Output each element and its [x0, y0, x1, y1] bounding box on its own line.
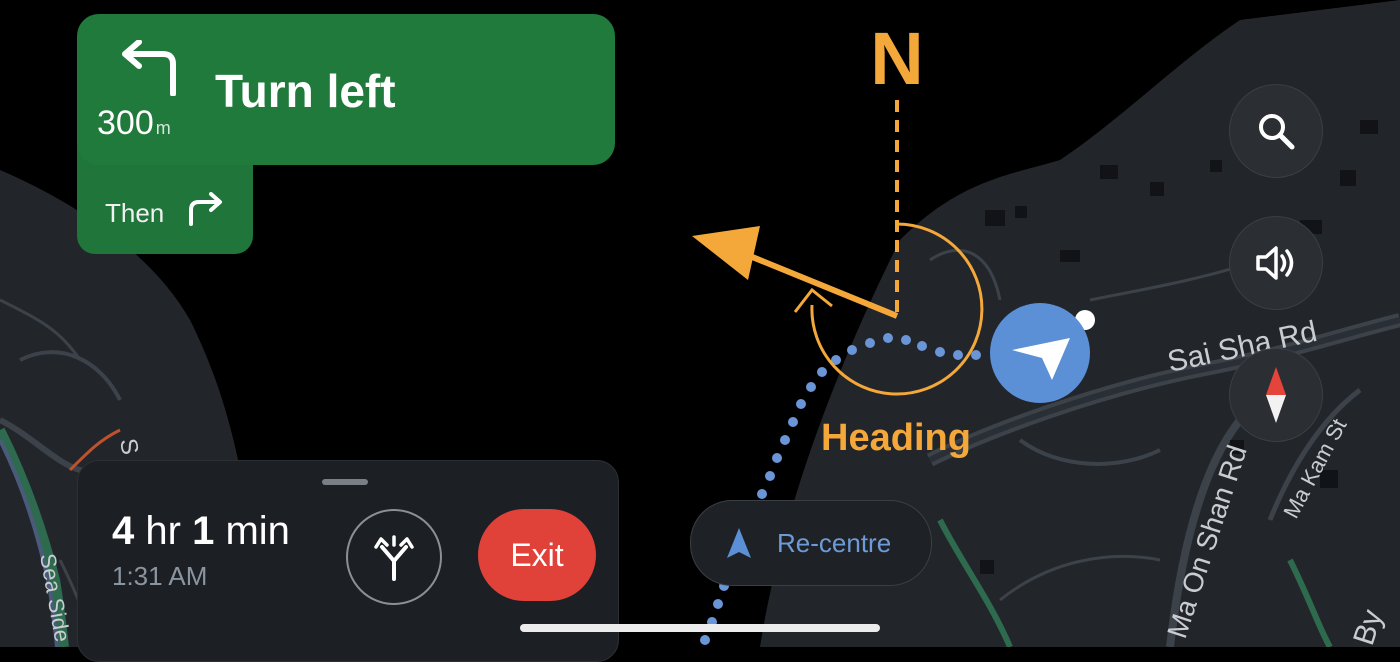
alternate-routes-button[interactable]	[346, 509, 442, 605]
location-arrow-icon	[1012, 338, 1070, 380]
map-highway-right	[937, 518, 1333, 647]
recentre-label: Re-centre	[777, 527, 892, 558]
duration-hours-unit: hr	[145, 509, 181, 553]
duration-minutes: 1	[192, 509, 215, 553]
home-indicator[interactable]	[520, 624, 880, 632]
duration-minutes-unit: min	[225, 509, 290, 553]
distance-unit: m	[155, 118, 171, 138]
heading-arrow-shaft	[743, 251, 899, 319]
map-buildings	[980, 120, 1378, 574]
compass-button[interactable]	[1229, 348, 1323, 442]
heading-circle	[810, 222, 984, 396]
recentre-button[interactable]: Re-centre	[690, 500, 932, 586]
navigation-arrow-icon	[727, 528, 751, 558]
sound-button[interactable]	[1229, 216, 1323, 310]
exit-button[interactable]: Exit	[478, 509, 596, 601]
speaker-icon	[1256, 246, 1294, 280]
maneuver-instruction: Turn left	[215, 65, 396, 117]
heading-arc-arrow	[793, 287, 833, 313]
heading-label: Heading	[821, 417, 971, 459]
search-button[interactable]	[1229, 84, 1323, 178]
drag-handle[interactable]	[322, 479, 368, 485]
then-label: Then	[105, 198, 165, 228]
arrival-time: 1:31 AM	[112, 561, 208, 591]
compass-icon	[1266, 367, 1286, 423]
duration-hours: 4	[112, 509, 135, 553]
map-highway-left	[0, 427, 121, 647]
search-icon	[1259, 114, 1295, 150]
heading-arrow-head	[692, 226, 760, 280]
map-roads-right	[926, 249, 1400, 647]
turn-right-icon	[189, 192, 222, 226]
alternate-routes-icon	[374, 535, 414, 581]
road-label-s: S	[114, 436, 143, 456]
distance-value: 300	[97, 104, 154, 142]
north-label: N	[870, 17, 923, 100]
trip-duration: 4 hr 1 min	[112, 509, 290, 554]
turn-left-icon	[122, 40, 176, 96]
